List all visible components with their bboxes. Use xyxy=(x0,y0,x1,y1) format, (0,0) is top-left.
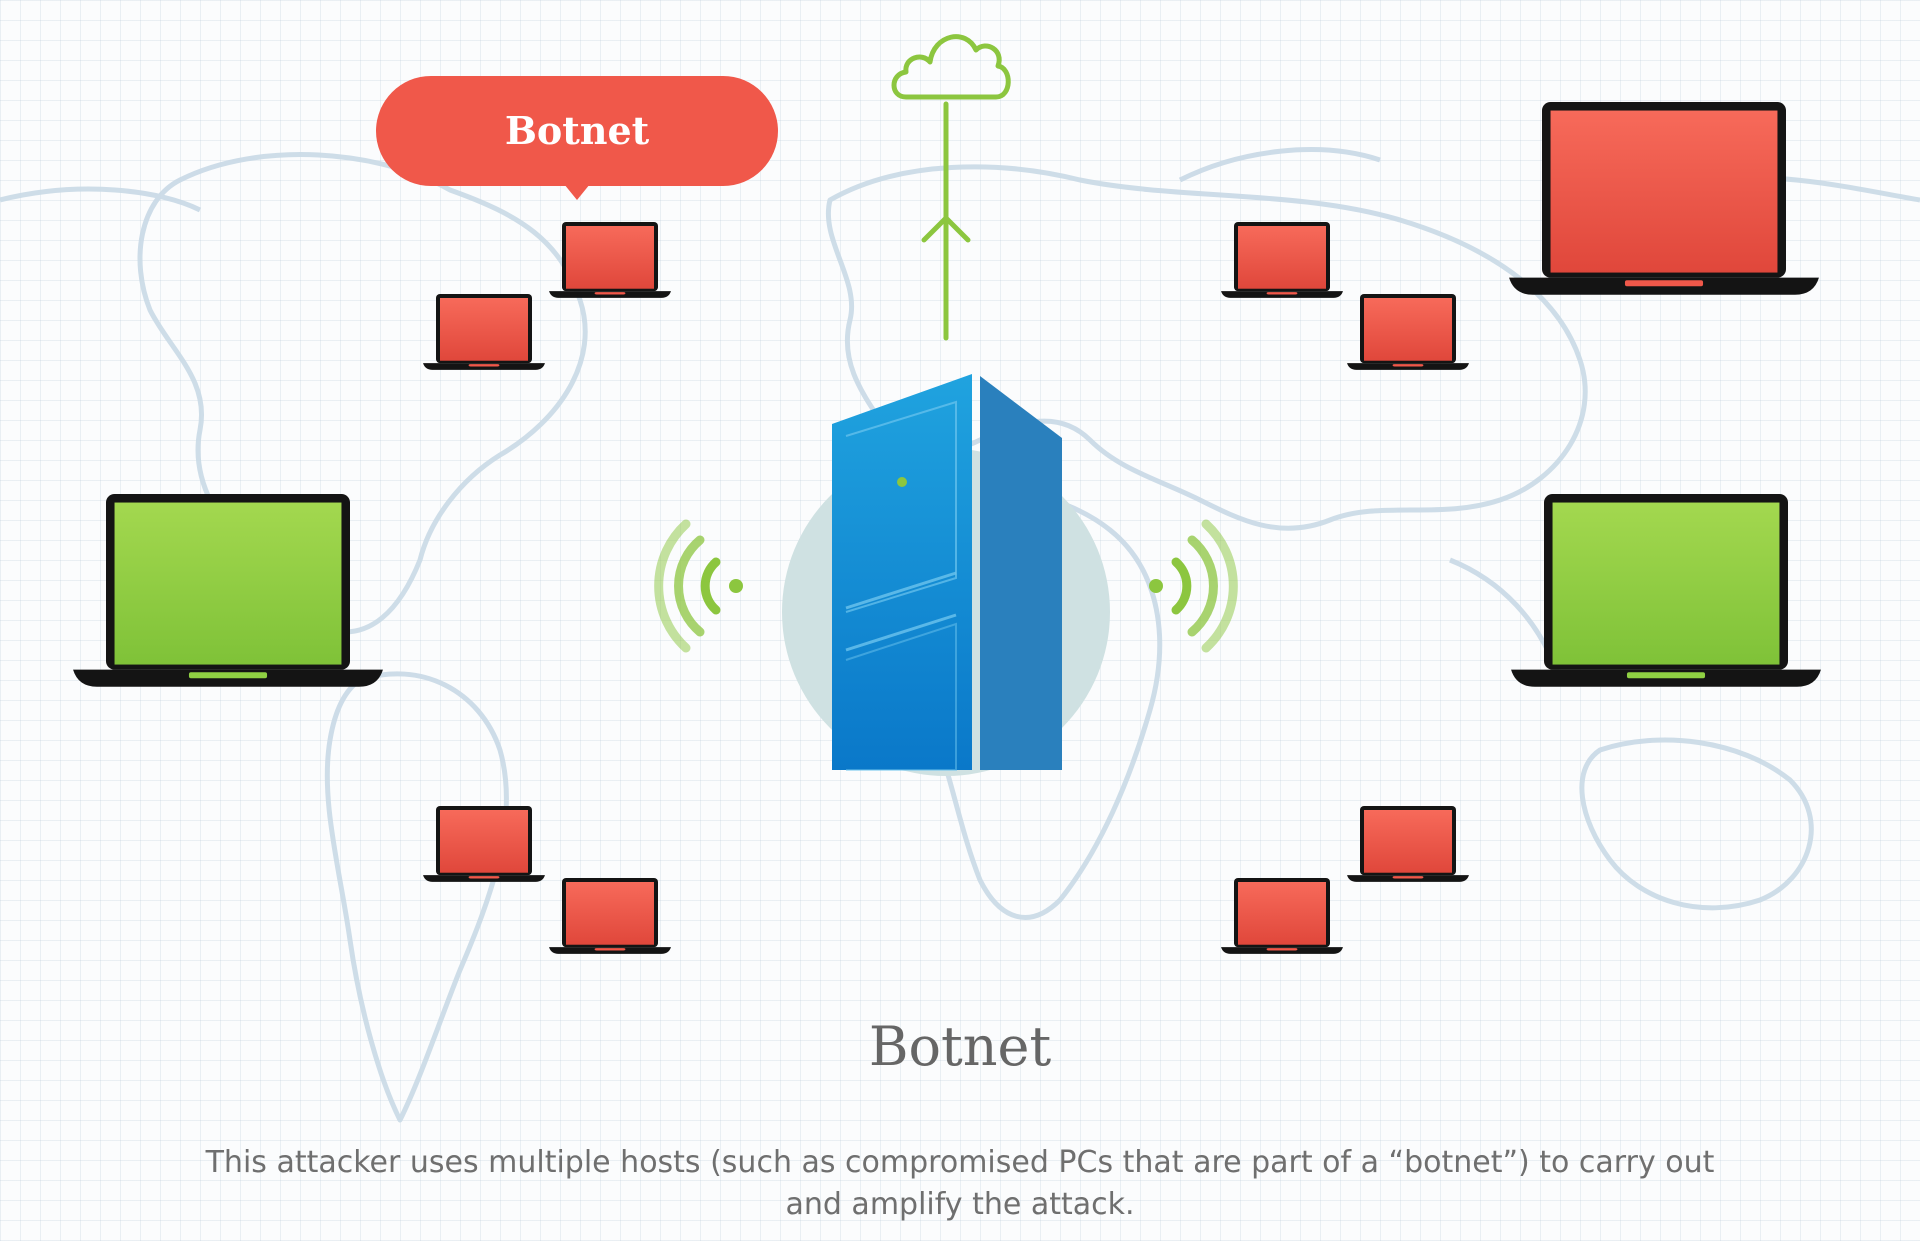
compromised-laptop-icon xyxy=(1347,294,1469,370)
world-map xyxy=(0,147,1920,1123)
diagram-caption: This attacker uses multiple hosts (such … xyxy=(205,1145,1715,1222)
server-icon xyxy=(782,374,1110,776)
compromised-laptop-icon xyxy=(549,878,671,954)
compromised-laptop-icon xyxy=(1221,222,1343,298)
diagram-title: Botnet xyxy=(868,1015,1052,1078)
wifi-signal-icon xyxy=(654,519,743,653)
compromised-laptop-icon xyxy=(423,294,545,370)
callout-label: Botnet xyxy=(505,108,650,153)
healthy-laptop-icon xyxy=(73,494,383,687)
wifi-signal-icon xyxy=(1149,519,1238,653)
healthy-laptop-icon xyxy=(1511,494,1821,687)
cloud-icon xyxy=(891,34,1011,100)
compromised-laptop-icon xyxy=(1509,102,1819,295)
compromised-laptop-icon xyxy=(549,222,671,298)
botnet-callout: Botnet xyxy=(376,76,778,200)
compromised-laptop-icon xyxy=(1221,878,1343,954)
compromised-laptop-icon xyxy=(1347,806,1469,882)
uplink-arrow xyxy=(921,101,971,341)
compromised-laptop-icon xyxy=(423,806,545,882)
